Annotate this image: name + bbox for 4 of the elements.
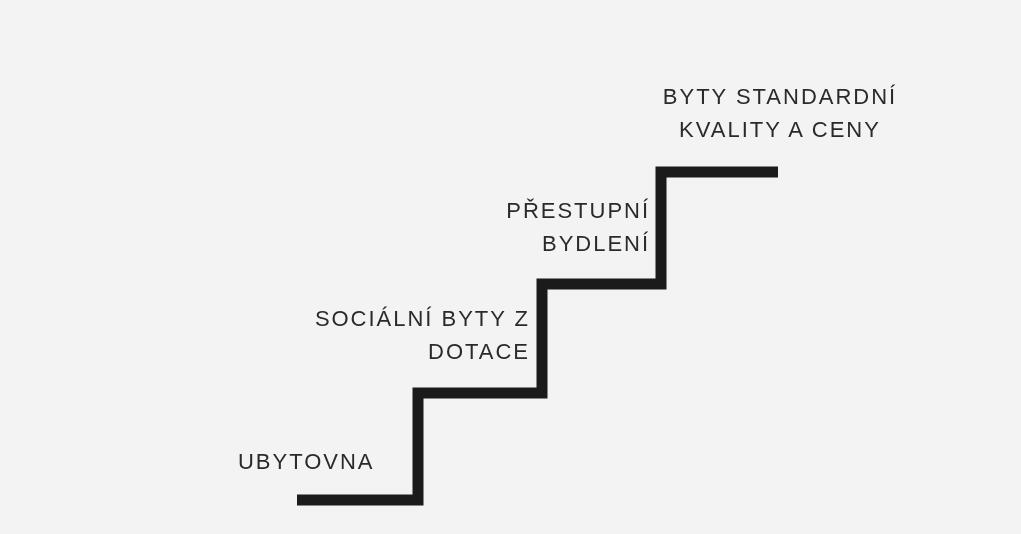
step-label: BYTY STANDARDNÍ KVALITY A CENY <box>661 83 899 144</box>
step-label: PŘESTUPNÍ BYDLENÍ <box>505 197 650 258</box>
step-label: UBYTOVNA <box>238 448 376 476</box>
step-label: SOCIÁLNÍ BYTY Z DOTACE <box>313 305 530 366</box>
